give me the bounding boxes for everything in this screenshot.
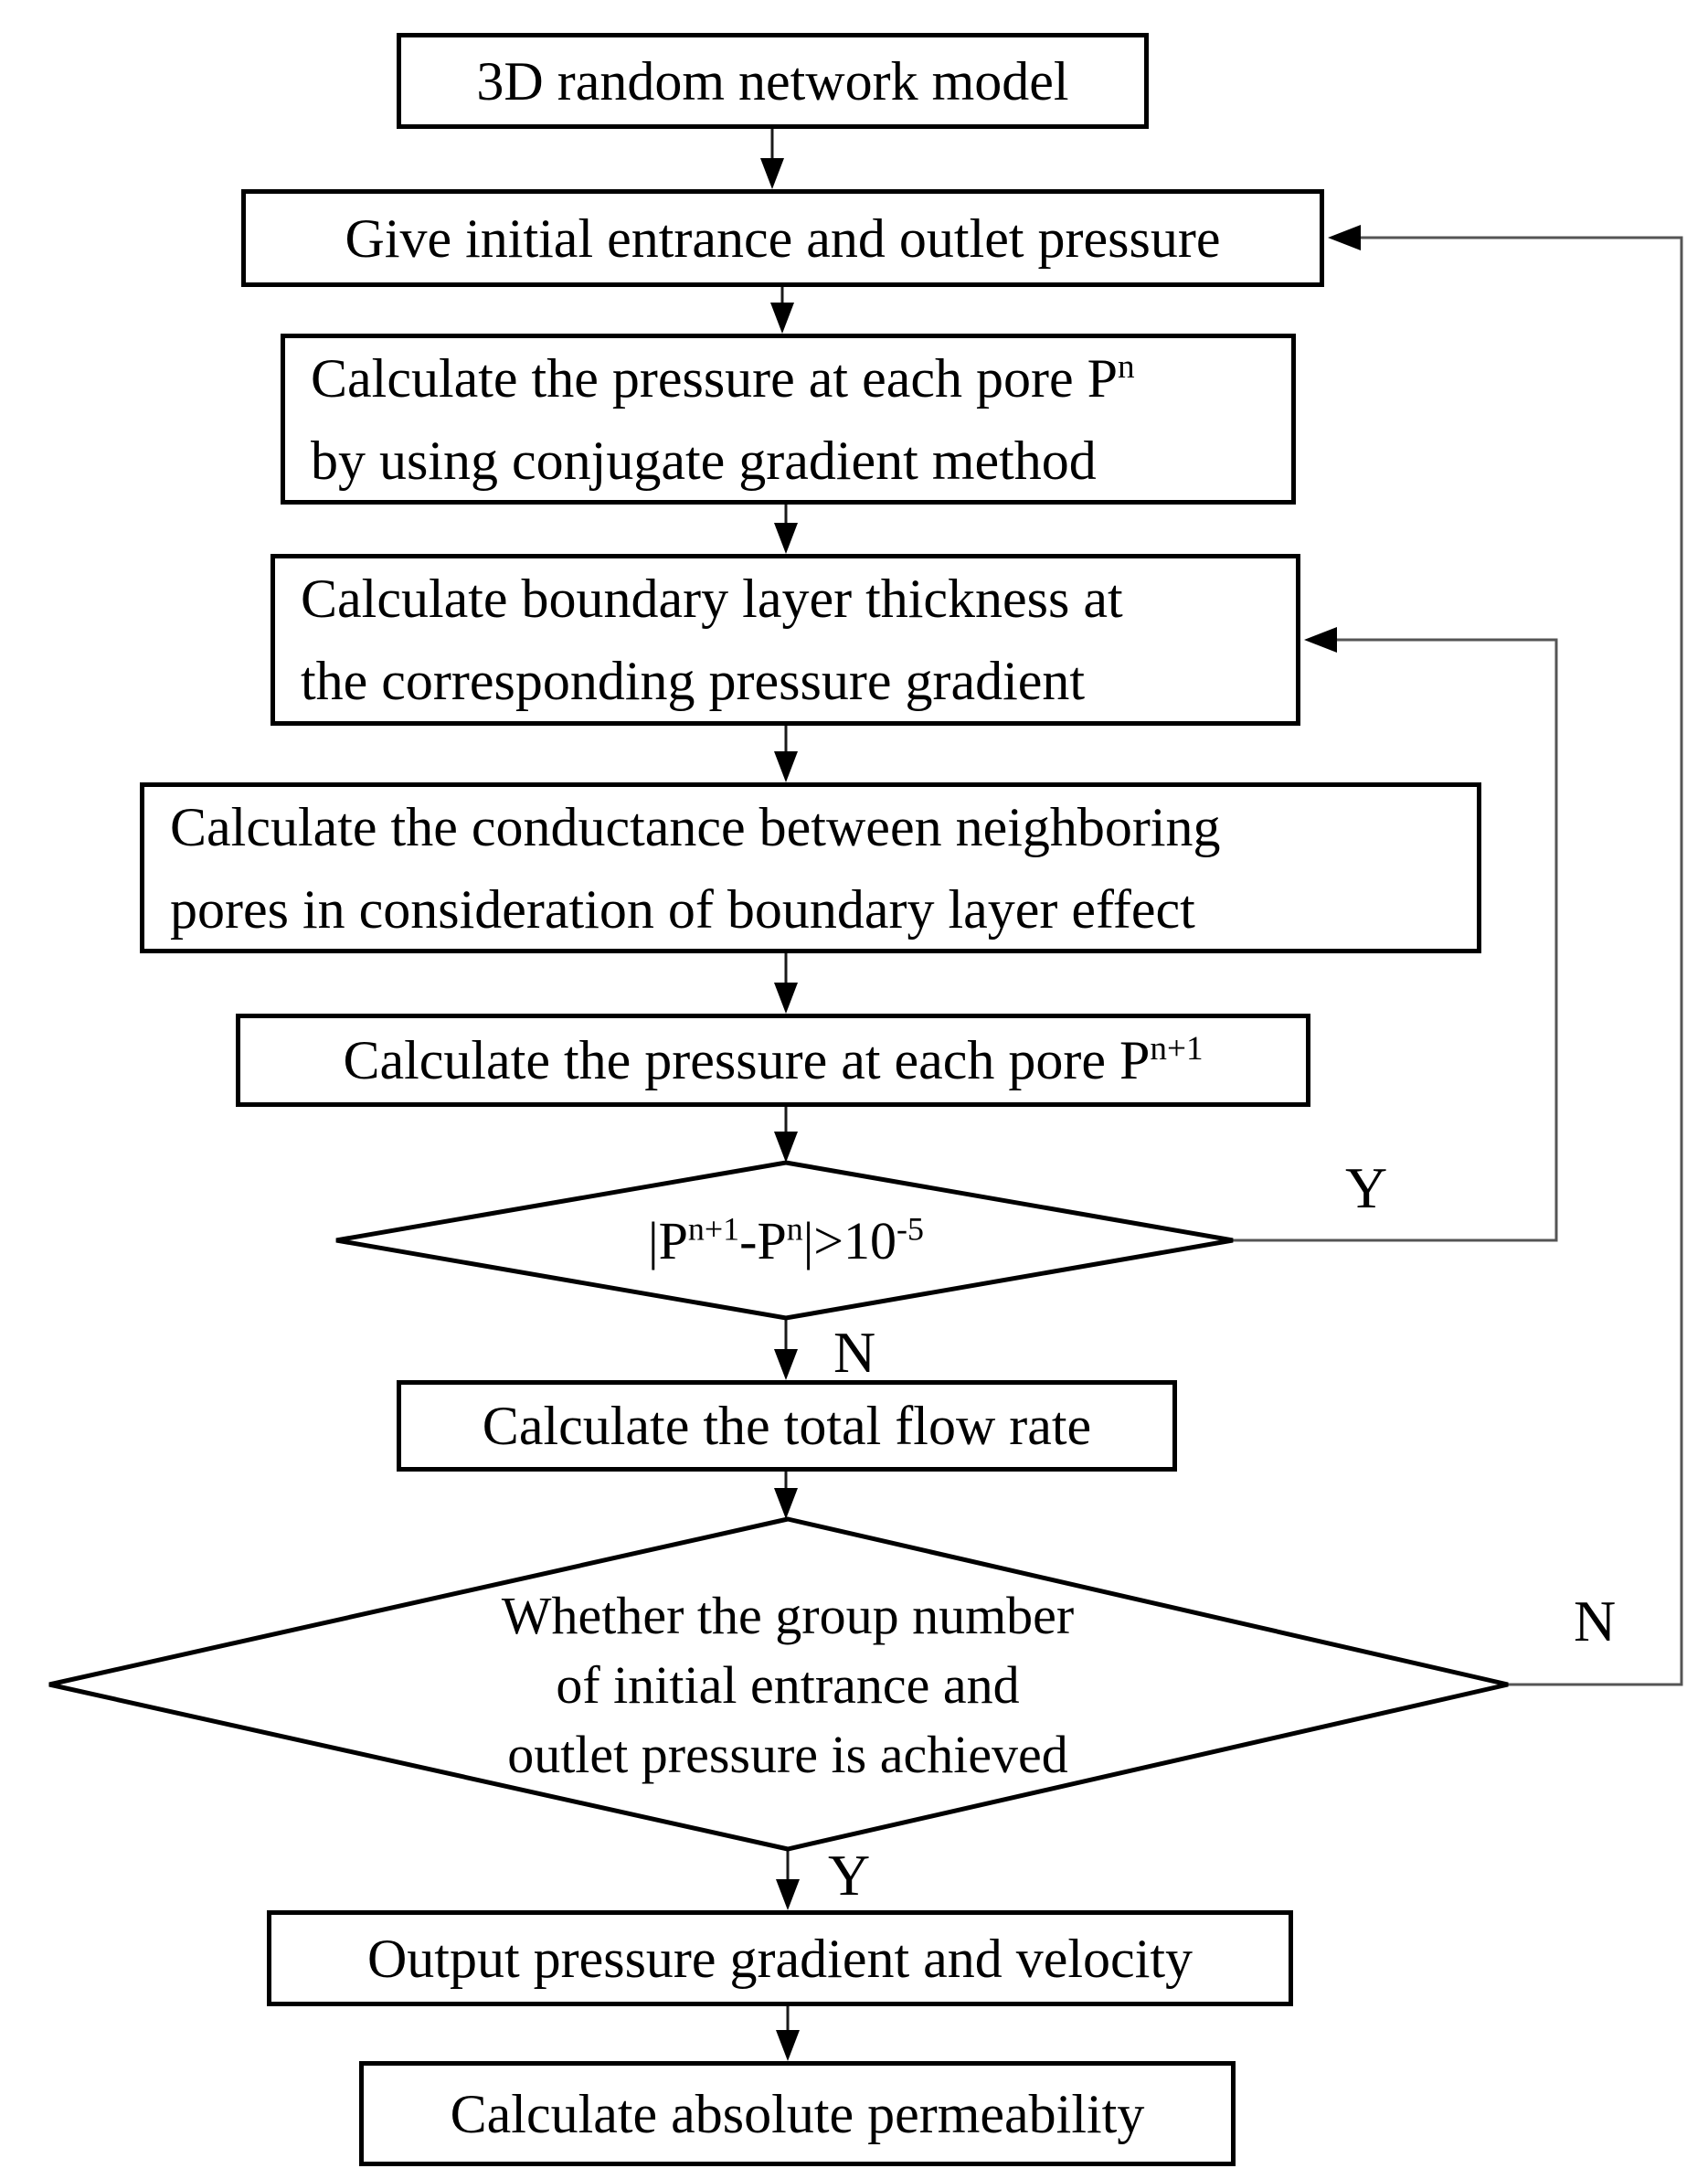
box-text-line: the corresponding pressure gradient <box>301 651 1086 711</box>
process-box-initial-pressure: Give initial entrance and outlet pressur… <box>241 189 1324 287</box>
arrowhead-b4 <box>774 523 798 554</box>
decision-text-group-number: Whether the group number of initial entr… <box>331 1581 1245 1790</box>
box-text-line: Calculate boundary layer thickness at <box>301 569 1123 629</box>
decision-text-line: Whether the group number <box>501 1586 1075 1645</box>
superscript-n-plus-1: n+1 <box>687 1210 740 1248</box>
process-box-conductance-neighboring-pores: Calculate the conductance between neighb… <box>140 782 1481 953</box>
branch-label-d2-no: N <box>1574 1589 1617 1653</box>
box-text: Give initial entrance and outlet pressur… <box>345 207 1221 269</box>
superscript-n: n <box>786 1210 803 1248</box>
process-box-total-flow-rate: Calculate the total flow rate <box>397 1380 1177 1472</box>
branch-label-d1-yes: Y <box>1345 1155 1388 1220</box>
decision-text-line: outlet pressure is achieved <box>507 1725 1068 1784</box>
box-text-segment: Calculate the pressure at each pore P <box>343 1030 1151 1090</box>
arrowhead-d2 <box>774 1488 798 1519</box>
arrowhead-b2 <box>760 158 784 189</box>
branch-label-d1-no: N <box>833 1320 876 1385</box>
formula-segment: |>10 <box>802 1211 897 1270</box>
process-box-output-pressure-gradient: Output pressure gradient and velocity <box>267 1910 1293 2006</box>
arrowhead-b6 <box>774 983 798 1014</box>
loop-line-d1-yes <box>1233 638 1558 1242</box>
arrowhead-into-box2 <box>1328 225 1361 250</box>
arrowhead-into-box4 <box>1304 627 1337 653</box>
box-text-segment: Calculate the pressure at each pore P <box>311 347 1118 409</box>
process-box-boundary-layer-thickness: Calculate boundary layer thickness at th… <box>271 554 1300 726</box>
box-text: Calculate the total flow rate <box>482 1396 1092 1456</box>
process-box-3d-network-model: 3D random network model <box>397 33 1149 129</box>
box-text-line: Calculate the pressure at each pore Pn+1 <box>343 1030 1203 1090</box>
superscript-minus-5: -5 <box>896 1210 924 1248</box>
arrowhead-b7 <box>774 1349 798 1380</box>
box-text-line: pores in consideration of boundary layer… <box>170 878 1195 940</box>
arrowhead-d1 <box>774 1132 798 1163</box>
box-text-line: Calculate the pressure at each pore Pn <box>311 337 1135 420</box>
decision-text-line: of initial entrance and <box>556 1655 1020 1715</box>
formula-segment: |P <box>648 1211 688 1270</box>
process-box-pressure-pn1: Calculate the pressure at each pore Pn+1 <box>236 1014 1310 1107</box>
superscript-n: n <box>1117 347 1135 386</box>
arrowhead-b9 <box>776 2030 800 2061</box>
decision-text-pressure-convergence: |Pn+1-Pn|>10-5 <box>420 1206 1151 1276</box>
box-text-line: by using conjugate gradient method <box>311 430 1097 491</box>
superscript-n-plus-1: n+1 <box>1150 1030 1204 1068</box>
process-box-pressure-pn-conjugate-gradient: Calculate the pressure at each pore Pn b… <box>281 334 1296 505</box>
decision-diamond-group-number <box>48 1516 1509 1852</box>
formula-segment: -P <box>739 1211 787 1270</box>
arrowhead-b8 <box>776 1879 800 1910</box>
box-text: Calculate absolute permeability <box>450 2083 1145 2144</box>
box-text: Output pressure gradient and velocity <box>366 1928 1193 1989</box>
loop-line-d2-no <box>1351 236 1683 1686</box>
branch-label-d2-yes: Y <box>828 1843 871 1908</box>
arrowhead-b3 <box>770 303 794 334</box>
box-text: 3D random network model <box>476 50 1069 112</box>
arrowhead-b5 <box>774 751 798 782</box>
decision-diamond-pressure-convergence <box>335 1160 1234 1321</box>
box-text-line: Calculate the conductance between neighb… <box>170 796 1221 857</box>
process-box-absolute-permeability: Calculate absolute permeability <box>359 2061 1236 2166</box>
